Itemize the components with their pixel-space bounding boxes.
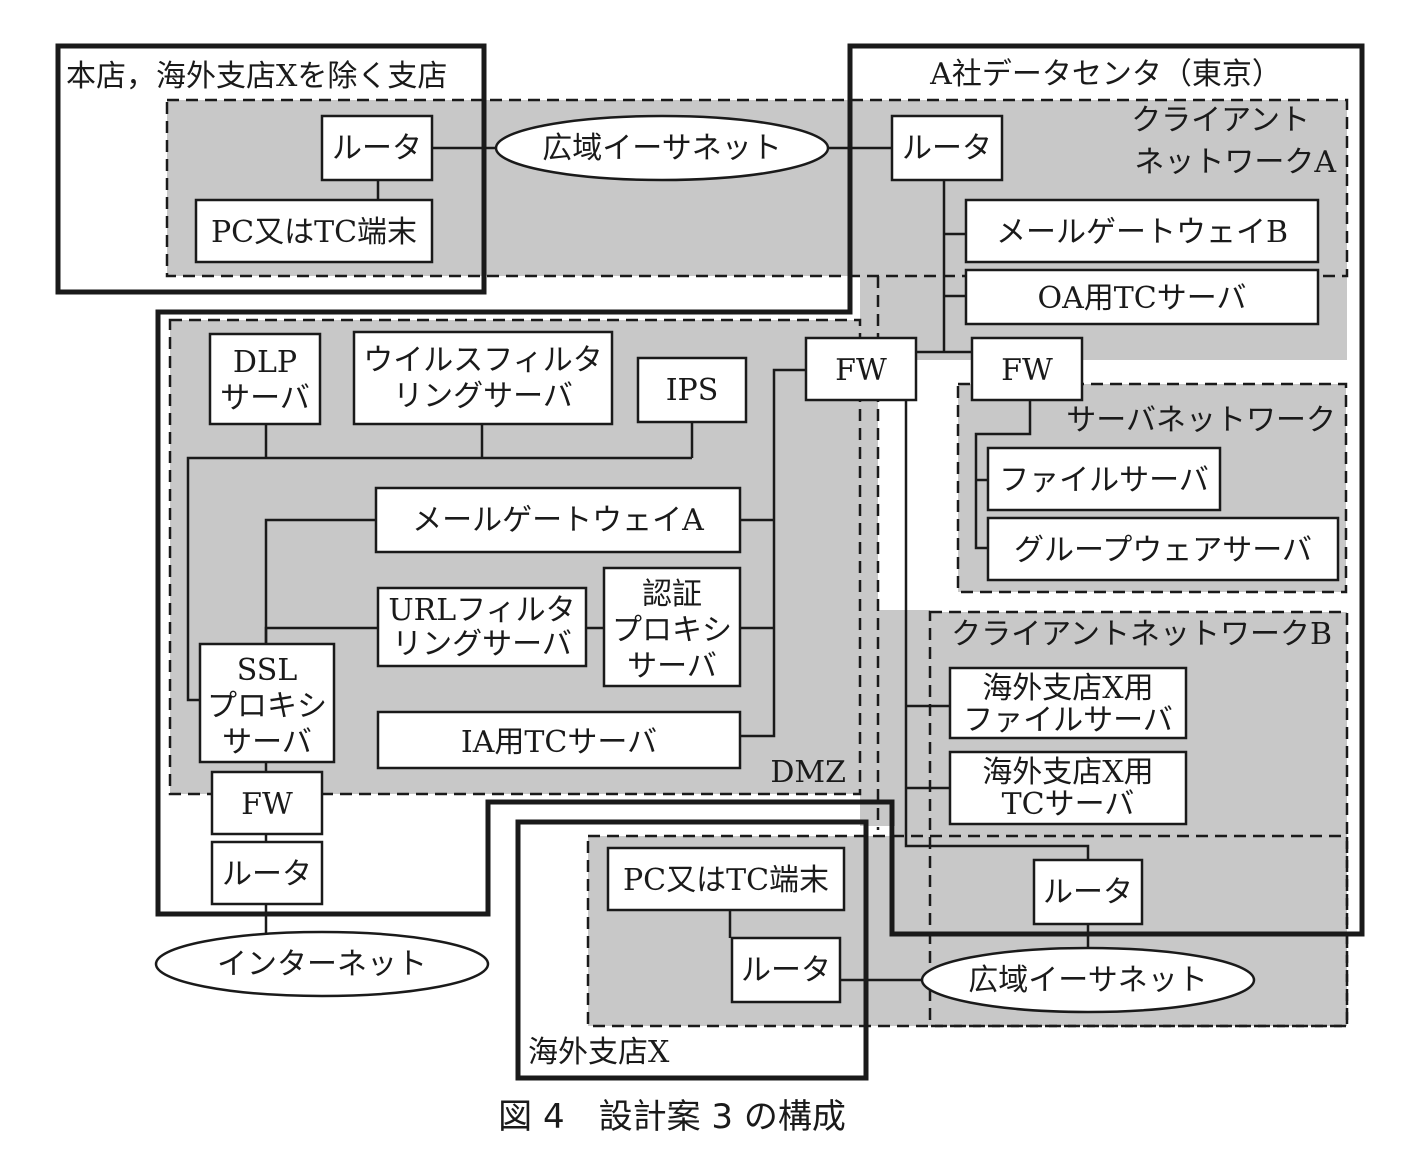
- node-label: グループウェアサーバ: [1014, 533, 1312, 568]
- region-label-client-network-b: クライアントネットワークB: [951, 617, 1332, 652]
- node-mail-gw-b[interactable]: メールゲートウェイB: [964, 198, 1320, 264]
- node-x-terminal[interactable]: PC又はTC端末: [606, 846, 846, 912]
- node-label: PC又はTC端末: [211, 215, 417, 250]
- node-ia-tc-server[interactable]: IA用TCサーバ: [376, 710, 742, 770]
- region-label-datacenter: A社データセンタ（東京）: [929, 57, 1282, 92]
- node-label: ファイルサーバ: [963, 703, 1173, 738]
- node-dc-router[interactable]: ルータ: [890, 114, 1004, 182]
- node-branch-router[interactable]: ルータ: [320, 114, 434, 182]
- node-label: FW: [241, 787, 293, 822]
- node-fw-server[interactable]: FW: [970, 336, 1084, 402]
- node-groupware-server[interactable]: グループウェアサーバ: [986, 516, 1340, 582]
- node-internet[interactable]: インターネット: [154, 930, 490, 998]
- node-label: インターネット: [217, 947, 427, 982]
- node-mail-gw-a[interactable]: メールゲートウェイA: [374, 486, 742, 554]
- dmz-boundary: [168, 318, 862, 796]
- node-url-filter-server[interactable]: URLフィルタ リングサーバ: [376, 586, 588, 668]
- node-label: メールゲートウェイA: [412, 503, 704, 538]
- node-wan-bottom[interactable]: 広域イーサネット: [920, 946, 1256, 1014]
- node-label: プロキシ: [207, 689, 327, 724]
- figure-caption: 図 4 設計案 3 の構成: [498, 1097, 846, 1137]
- connections: [186, 146, 1090, 982]
- node-label: IA用TCサーバ: [461, 725, 657, 760]
- region-label-dmz: DMZ: [770, 755, 846, 790]
- node-oa-tc-server[interactable]: OA用TCサーバ: [964, 268, 1320, 326]
- node-label: OA用TCサーバ: [1038, 281, 1247, 316]
- white-gap: [932, 592, 1347, 612]
- node-label: ファイルサーバ: [999, 463, 1209, 498]
- region-label-client-network-a: クライアント: [1131, 103, 1310, 138]
- node-label: 海外支店X用: [982, 671, 1153, 706]
- region-label-overseas-branch: 海外支店X: [528, 1035, 670, 1070]
- region-label-client-network-a: ネットワークA: [1134, 145, 1336, 180]
- server-network-boundary: [956, 382, 1348, 594]
- region-label-server-network: サーバネットワーク: [1066, 403, 1336, 438]
- node-label: TCサーバ: [1002, 787, 1135, 822]
- node-label: 広域イーサネット: [968, 963, 1207, 998]
- node-dc-router-b[interactable]: ルータ: [1032, 858, 1144, 926]
- node-file-server[interactable]: ファイルサーバ: [986, 446, 1222, 512]
- client-network-a-boundary: [165, 98, 1349, 278]
- overseas-site-boundary: [515, 819, 869, 1081]
- node-virus-filter-server[interactable]: ウイルスフィルタ リングサーバ: [352, 330, 614, 426]
- node-label: リングサーバ: [393, 379, 573, 414]
- node-label: ルータ: [222, 857, 312, 892]
- node-label: 認証: [642, 577, 702, 612]
- node-ips[interactable]: IPS: [636, 356, 748, 424]
- node-label: ウイルスフィルタ: [363, 343, 602, 378]
- node-auth-proxy-server[interactable]: 認証 プロキシ サーバ: [602, 566, 742, 688]
- branches-site-boundary: [55, 43, 487, 295]
- node-label: サーバ: [222, 725, 312, 760]
- client-network-b-boundary: [928, 610, 1349, 1028]
- node-x-tc-server[interactable]: 海外支店X用 TCサーバ: [948, 750, 1188, 826]
- node-label: リングサーバ: [392, 627, 572, 662]
- node-label: サーバ: [220, 381, 310, 416]
- node-branch-terminal[interactable]: PC又はTC端末: [194, 198, 434, 264]
- node-label: FW: [835, 353, 887, 388]
- node-label: サーバ: [627, 649, 717, 684]
- node-label: メールゲートウェイB: [996, 215, 1288, 250]
- node-label: 広域イーサネット: [542, 131, 781, 166]
- node-internet-router[interactable]: ルータ: [210, 840, 324, 906]
- node-label: FW: [1001, 353, 1053, 388]
- node-label: プロキシ: [612, 613, 732, 648]
- node-x-router[interactable]: ルータ: [730, 936, 842, 1004]
- node-label: DLP: [233, 345, 297, 380]
- node-label: ルータ: [1043, 875, 1133, 910]
- node-label: ルータ: [741, 953, 831, 988]
- node-label: URLフィルタ: [388, 593, 575, 628]
- node-dlp-server[interactable]: DLP サーバ: [208, 332, 322, 426]
- node-ssl-proxy-server[interactable]: SSL プロキシ サーバ: [198, 642, 336, 764]
- node-wan-top[interactable]: 広域イーサネット: [494, 114, 830, 182]
- node-label: PC又はTC端末: [623, 863, 829, 898]
- node-label: 海外支店X用: [982, 755, 1153, 790]
- node-label: ルータ: [332, 131, 422, 166]
- region-label-branches: 本店，海外支店Xを除く支店: [66, 59, 447, 94]
- node-x-file-server[interactable]: 海外支店X用 ファイルサーバ: [948, 666, 1188, 740]
- node-fw-internet[interactable]: FW: [210, 770, 324, 836]
- node-fw-dmz[interactable]: FW: [804, 336, 918, 402]
- node-label: IPS: [666, 373, 719, 408]
- datacenter-site-boundary: [155, 43, 1365, 937]
- node-label: SSL: [237, 653, 298, 688]
- node-label: ルータ: [902, 131, 992, 166]
